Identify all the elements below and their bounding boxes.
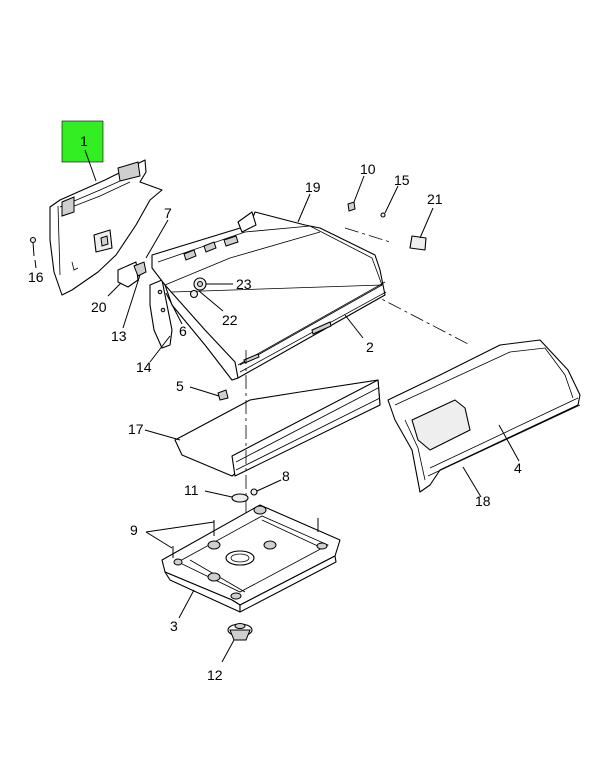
callout-18: 18 — [475, 493, 491, 509]
leader-19 — [297, 193, 311, 223]
part-8-bolt[interactable] — [250, 488, 258, 496]
callout-8: 8 — [282, 468, 290, 484]
leader-13 — [122, 274, 141, 329]
leader-2 — [344, 314, 364, 339]
part-10-screw[interactable] — [347, 201, 356, 212]
callout-4: 4 — [514, 460, 522, 476]
callout-11: 11 — [184, 482, 199, 498]
callout-14: 14 — [136, 359, 152, 375]
callout-3: 3 — [170, 618, 178, 634]
part-13-clip[interactable] — [133, 261, 147, 277]
callout-17: 17 — [128, 421, 144, 437]
callout-5: 5 — [176, 378, 184, 394]
leader-7 — [145, 219, 169, 259]
part-15-screw[interactable] — [380, 212, 386, 218]
leader-11 — [204, 490, 233, 498]
callout-12: 12 — [207, 667, 223, 683]
leader-20 — [107, 282, 122, 297]
callout-19: 19 — [305, 179, 321, 195]
leader-15 — [384, 185, 399, 214]
callout-21: 21 — [427, 191, 443, 207]
part-2-main-housing[interactable] — [151, 211, 387, 381]
part-1-back-panel[interactable] — [49, 159, 163, 296]
part-3-base-frame[interactable] — [161, 504, 341, 613]
leader-17 — [144, 429, 181, 441]
leader-4 — [498, 424, 520, 462]
part-4-front-cover[interactable] — [387, 339, 581, 493]
part-11-washer[interactable] — [231, 493, 249, 503]
leader-9b — [145, 531, 173, 549]
callout-15: 15 — [394, 172, 410, 188]
part-17-floor-pan[interactable] — [174, 379, 381, 477]
callout-6: 6 — [179, 323, 187, 339]
part-14-side-panel[interactable] — [149, 279, 173, 349]
callout-2: 2 — [366, 339, 374, 355]
leader-12 — [221, 639, 235, 663]
callout-23: 23 — [236, 276, 252, 292]
part-5-clip[interactable] — [217, 389, 229, 401]
callout-1: 1 — [80, 133, 88, 149]
leader-9a — [145, 521, 215, 533]
leader-18 — [462, 466, 482, 498]
callout-13: 13 — [111, 328, 127, 344]
callout-10: 10 — [360, 161, 376, 177]
part-21-pad[interactable] — [409, 235, 427, 251]
callout-7: 7 — [164, 205, 172, 221]
part-20-bracket[interactable] — [117, 261, 139, 288]
part-12-foot[interactable] — [227, 623, 253, 641]
leader-21 — [419, 207, 434, 239]
leader-3 — [178, 589, 195, 619]
leader-10 — [353, 175, 365, 203]
callout-16: 16 — [28, 269, 44, 285]
mount-cluster — [173, 505, 328, 600]
callout-9: 9 — [130, 522, 138, 538]
assembly-center-line-2 — [344, 227, 391, 243]
leader-14 — [149, 335, 171, 363]
part-16-screw[interactable] — [29, 236, 37, 257]
leader-16 — [34, 259, 37, 269]
callout-20: 20 — [91, 299, 107, 315]
leader-5 — [189, 386, 220, 397]
part-1-highlight-box — [61, 120, 104, 163]
leader-8 — [256, 479, 282, 492]
leader-22 — [198, 290, 224, 312]
leader-6 — [165, 292, 183, 325]
leader-1 — [84, 149, 97, 182]
callout-22: 22 — [222, 312, 238, 328]
